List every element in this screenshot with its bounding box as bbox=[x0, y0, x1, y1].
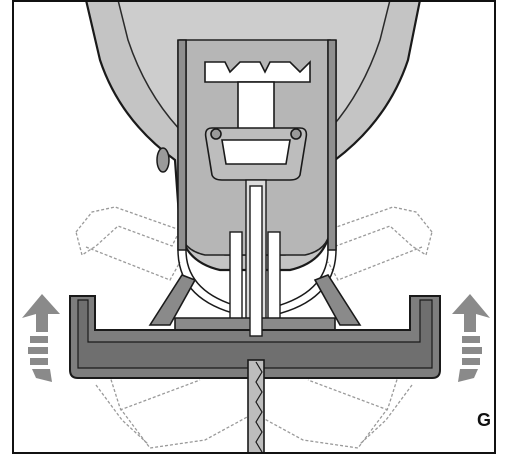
housing-knob bbox=[156, 147, 170, 173]
blade-clamp bbox=[204, 60, 311, 181]
panel-label: G bbox=[476, 410, 491, 430]
ghost-shoe-left bbox=[75, 206, 261, 449]
base-supports bbox=[148, 274, 362, 333]
rotate-arrow-left-icon bbox=[22, 294, 60, 382]
rotate-arrow-right-icon bbox=[452, 294, 490, 382]
saw-blade bbox=[247, 185, 265, 452]
